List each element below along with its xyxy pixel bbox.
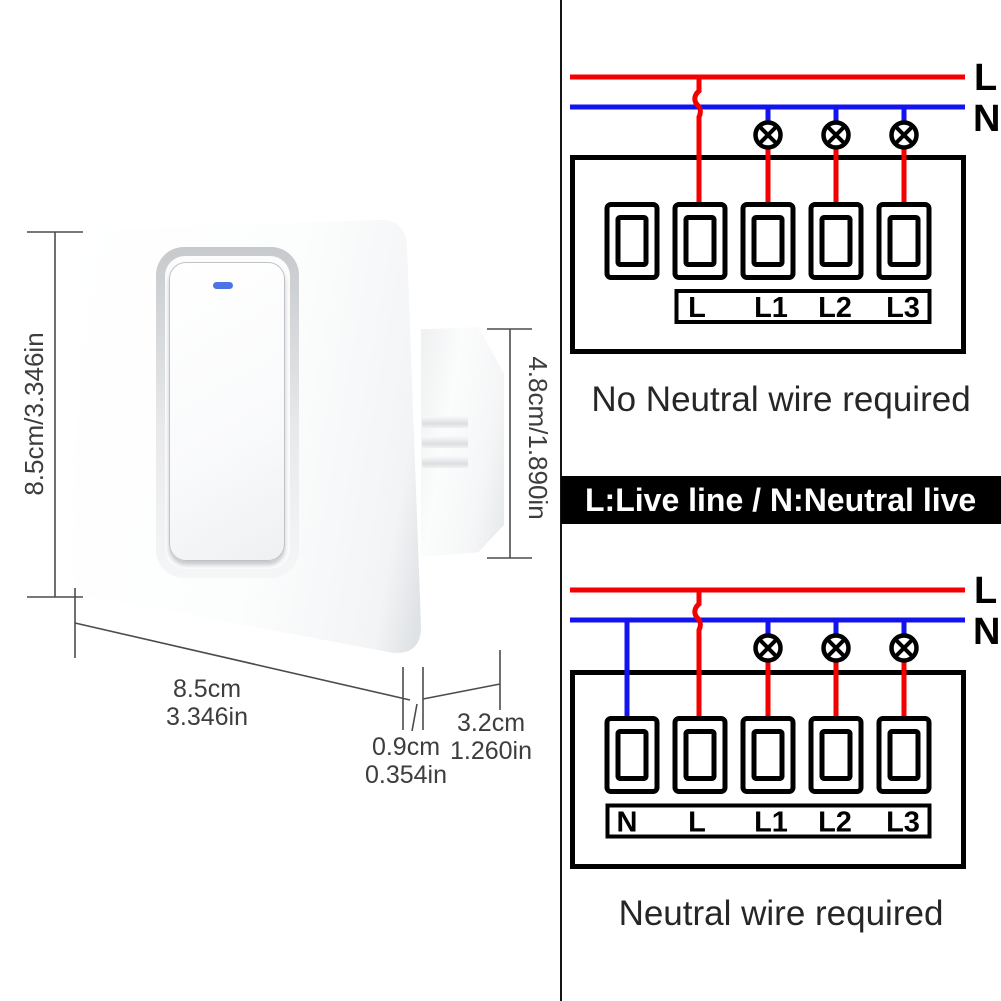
lamp-icon xyxy=(753,120,783,150)
lamp-icon xyxy=(889,633,919,663)
mechanism-fin xyxy=(422,436,468,448)
lamp-neutral-stubs xyxy=(765,620,907,636)
lamp-icon xyxy=(889,120,919,150)
lamp-icon xyxy=(753,633,783,663)
legend-banner-label: L:Live line / N:Neutral live xyxy=(585,482,977,518)
terminal-strip xyxy=(605,803,932,839)
dimension-width-in: 3.346in xyxy=(165,703,249,731)
terminal-label: L1 xyxy=(754,292,788,324)
dimension-height-label: 8.5cm/3.346in xyxy=(19,332,49,496)
terminal-label: L2 xyxy=(818,292,852,324)
width-dimension-line xyxy=(74,588,501,732)
live-line-label: L xyxy=(974,570,997,612)
terminal-label: L3 xyxy=(886,292,920,324)
lamp-icon xyxy=(821,633,851,663)
caption-no-neutral: No Neutral wire required xyxy=(591,380,971,419)
terminal-blocks xyxy=(604,716,932,794)
live-drop-wire xyxy=(692,590,703,723)
live-line-label: L xyxy=(974,57,997,99)
terminal-label: N xyxy=(617,807,638,839)
dimension-depth-label: 4.8cm/1.890in xyxy=(523,356,553,520)
wiring-diagram-no-neutral: L N xyxy=(570,57,1000,354)
dimension-lines xyxy=(27,231,532,732)
terminal-blocks xyxy=(604,202,932,280)
depth-dimension-line xyxy=(487,328,532,559)
terminal-label: L2 xyxy=(818,807,852,839)
terminal-label: L3 xyxy=(886,807,920,839)
wiring-diagram-with-neutral: L N N xyxy=(570,570,1000,869)
dimension-embed-cm: 3.2cm xyxy=(456,709,526,737)
dimension-width-label: 8.5cm 3.346in xyxy=(147,675,267,731)
dimension-frame-cm: 0.9cm xyxy=(371,733,441,761)
live-drop-wire xyxy=(692,77,703,208)
dimension-width-cm: 8.5cm xyxy=(172,675,242,703)
neutral-line-label: N xyxy=(973,98,1000,140)
dimension-embed-label: 3.2cm 1.260in xyxy=(431,709,551,765)
rocker-button xyxy=(169,262,285,561)
caption-with-neutral: Neutral wire required xyxy=(618,894,944,933)
mechanism-fin xyxy=(422,456,468,468)
dimension-frame-in: 0.354in xyxy=(364,761,448,789)
dimension-frame-label: 0.9cm 0.354in xyxy=(346,733,466,789)
dimension-embed-in: 1.260in xyxy=(449,737,533,765)
lamp-live-wires xyxy=(765,661,907,723)
led-indicator-icon xyxy=(213,282,233,289)
terminal-label: L xyxy=(688,807,706,839)
lamp-icon xyxy=(821,120,851,150)
height-dimension-line xyxy=(27,231,83,598)
legend-banner: L:Live line / N:Neutral live xyxy=(561,476,1001,524)
lamp-live-wires xyxy=(765,148,907,208)
terminal-label: L1 xyxy=(754,807,788,839)
switch-mechanism-side-view xyxy=(421,327,504,557)
terminal-label: L xyxy=(688,292,706,324)
mechanism-fin xyxy=(422,416,468,428)
terminal-strip xyxy=(674,289,932,324)
lamp-neutral-stubs xyxy=(765,107,907,122)
neutral-line-label: N xyxy=(973,611,1000,653)
